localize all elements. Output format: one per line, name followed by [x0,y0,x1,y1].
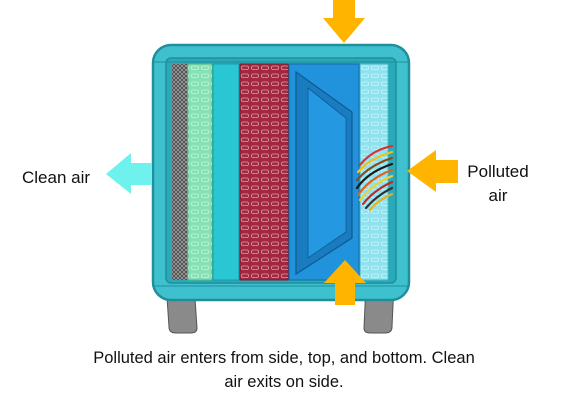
outlet-arrow-left-icon [106,153,152,194]
arrow-left-icon [407,150,458,192]
filter-stack [172,63,389,281]
wire-bundle [355,144,394,212]
diagram-caption: Polluted air enters from side, top, and … [93,349,475,391]
cyan-filter [212,63,240,281]
clean-air-label: Clean air [22,168,91,187]
arrow-up-icon [324,260,366,305]
arrow-down-icon [323,0,365,43]
polluted-air-label: Polluted air [467,162,529,205]
